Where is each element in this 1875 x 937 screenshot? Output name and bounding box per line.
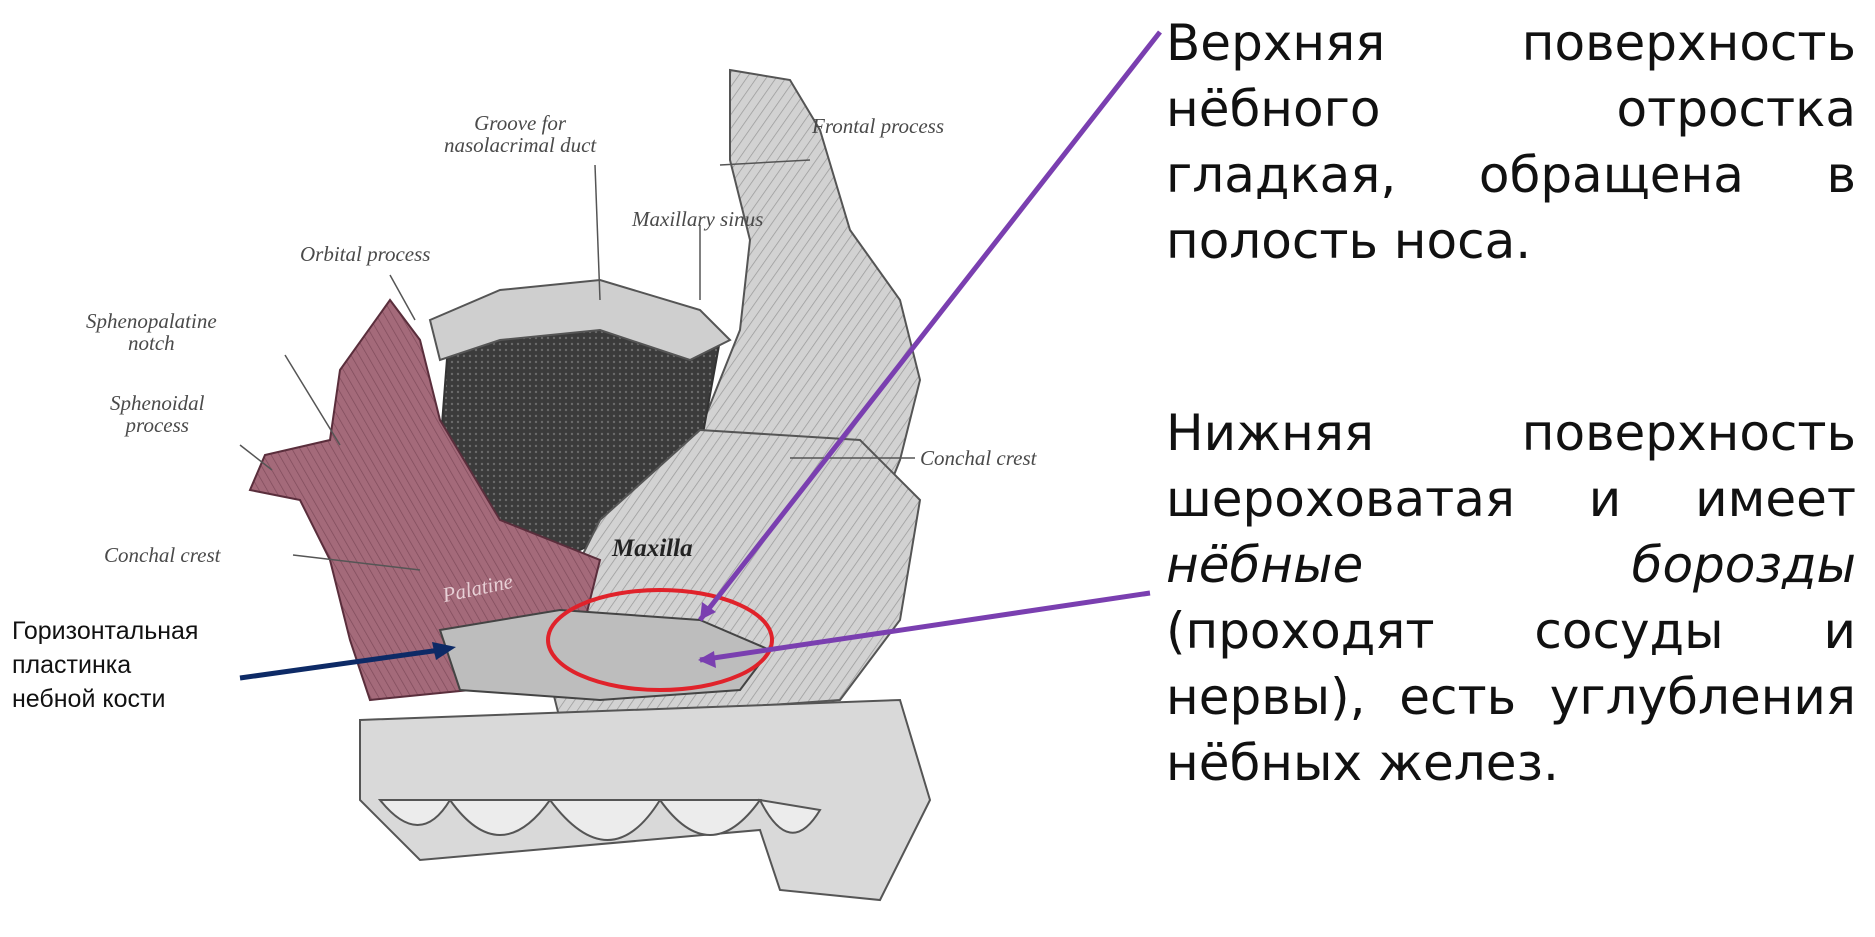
upper-line-3: гладкая, обращена в bbox=[1166, 142, 1856, 208]
side-note-line2: пластинка bbox=[12, 648, 198, 682]
palatine-grooves-term: нёбные борозды bbox=[1166, 536, 1856, 594]
label-orbital-process: Orbital process bbox=[300, 243, 430, 265]
label-conchal-crest-left: Conchal crest bbox=[104, 544, 220, 566]
label-sphenopalatine-notch: Sphenopalatine notch bbox=[86, 310, 217, 354]
label-sphenoidal-line1: Sphenoidal bbox=[110, 392, 205, 414]
label-sphenoidal-line2: process bbox=[110, 414, 205, 436]
paragraph-lower-surface: Нижняя поверхность шероховатая и имеет н… bbox=[1166, 400, 1856, 796]
label-maxillary-sinus: Maxillary sinus bbox=[632, 208, 763, 230]
lower-line-2: шероховатая и имеет bbox=[1166, 466, 1856, 532]
label-frontal-process: Frontal process bbox=[812, 115, 944, 137]
lower-line-6: нёбных желез. bbox=[1166, 730, 1856, 796]
upper-line-1: Верхняя поверхность bbox=[1166, 10, 1856, 76]
label-maxilla: Maxilla bbox=[612, 538, 693, 560]
upper-line-4: полость носа. bbox=[1166, 208, 1856, 274]
side-note: Горизонтальная пластинка небной кости bbox=[12, 614, 198, 716]
label-sphenopalatine-line2: notch bbox=[86, 332, 217, 354]
upper-line-2: нёбного отростка bbox=[1166, 76, 1856, 142]
label-conchal-crest-right: Conchal crest bbox=[920, 447, 1036, 469]
side-note-line1: Горизонтальная bbox=[12, 614, 198, 648]
label-groove-line1: Groove for bbox=[444, 112, 596, 134]
label-sphenoidal-process: Sphenoidal process bbox=[110, 392, 205, 436]
lower-line-5: нервы), есть углубления bbox=[1166, 664, 1856, 730]
paragraph-upper-surface: Верхняя поверхность нёбного отростка гла… bbox=[1166, 10, 1856, 274]
lower-line-1: Нижняя поверхность bbox=[1166, 400, 1856, 466]
label-groove-line2: nasolacrimal duct bbox=[444, 134, 596, 156]
label-groove: Groove for nasolacrimal duct bbox=[444, 112, 596, 156]
side-note-line3: небной кости bbox=[12, 682, 198, 716]
lower-line-4: (проходят сосуды и bbox=[1166, 598, 1856, 664]
label-sphenopalatine-line1: Sphenopalatine bbox=[86, 310, 217, 332]
lower-line-3: нёбные борозды bbox=[1166, 532, 1856, 598]
